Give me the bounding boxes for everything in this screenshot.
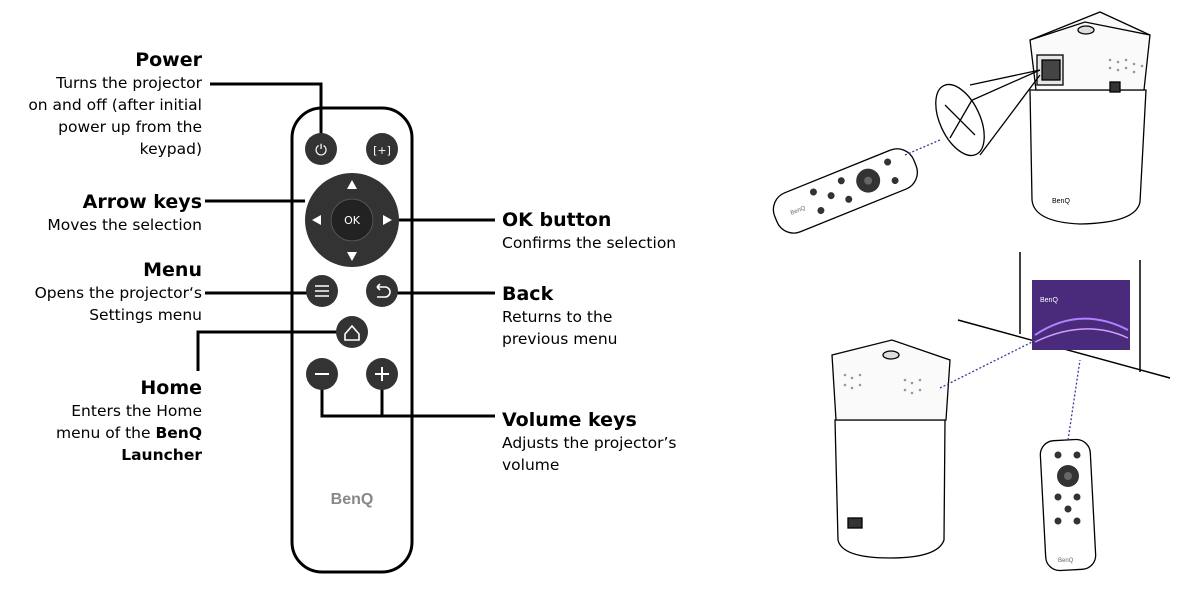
volume-desc-1: Adjusts the projector’s <box>502 434 677 452</box>
menu-desc-1: Opens the projector‘s <box>34 284 202 302</box>
home-desc-3: Launcher <box>121 446 202 464</box>
home-desc-1: Enters the Home <box>71 402 202 420</box>
power-label: Power Turns the projector on and off (af… <box>28 48 202 160</box>
arrow-right-icon <box>383 215 392 225</box>
back-icon <box>376 283 391 298</box>
home-desc-2-pre: menu of the <box>56 424 156 442</box>
ok-text: OK <box>344 214 361 227</box>
home-label: Home Enters the Home menu of the BenQ La… <box>56 376 202 466</box>
arrow-desc: Moves the selection <box>47 216 202 234</box>
arrow-up-icon <box>347 180 357 189</box>
home-button[interactable] <box>336 316 368 348</box>
menu-icon <box>315 285 329 297</box>
menu-button[interactable] <box>306 275 338 307</box>
arrow-down-icon <box>347 252 357 261</box>
volume-down-button[interactable] <box>306 358 338 390</box>
power-desc-2: on and off (after initial <box>28 96 202 114</box>
power-button[interactable]: ⏻ <box>305 133 337 165</box>
power-title: Power <box>135 49 202 71</box>
home-title: Home <box>140 377 202 399</box>
back-desc-1: Returns to the <box>502 308 613 326</box>
power-leader <box>210 82 323 137</box>
ok-desc: Confirms the selection <box>502 234 677 252</box>
arrow-left-icon <box>312 215 321 225</box>
focus-button[interactable]: [+] <box>366 133 398 165</box>
svg-text:BenQ: BenQ <box>1052 198 1070 205</box>
power-icon: ⏻ <box>315 141 327 159</box>
volume-label: Volume keys Adjusts the projector’s volu… <box>502 408 676 476</box>
menu-title: Menu <box>143 259 202 281</box>
bottom-remote: BenQ <box>1039 438 1097 572</box>
ok-button[interactable]: OK <box>330 198 374 242</box>
screen-brand: BenQ <box>1040 297 1058 304</box>
focus-icon: [+] <box>373 144 391 157</box>
back-title: Back <box>502 283 554 305</box>
top-projector: BenQ <box>935 11 1151 225</box>
back-desc-2: previous menu <box>502 330 618 348</box>
home-leader <box>196 330 352 371</box>
top-remote: BenQ <box>772 148 918 234</box>
back-button[interactable] <box>366 275 398 307</box>
volume-up-button[interactable] <box>366 358 398 390</box>
power-desc-4: keypad) <box>139 140 202 158</box>
arrow-title: Arrow keys <box>82 191 202 213</box>
volume-desc-2: volume <box>502 456 560 474</box>
svg-text:BenQ: BenQ <box>1058 558 1074 564</box>
home-icon <box>344 324 360 341</box>
ok-title: OK button <box>502 209 612 231</box>
power-desc-1: Turns the projector <box>56 74 202 92</box>
arrow-label: Arrow keys Moves the selection <box>47 190 202 236</box>
volume-title: Volume keys <box>502 409 637 431</box>
power-desc-3: power up from the <box>58 118 202 136</box>
bottom-ir-beam <box>1067 359 1081 441</box>
bottom-proj-beam <box>939 337 1041 389</box>
menu-desc-2: Settings menu <box>89 306 202 324</box>
remote-brand: BenQ <box>331 491 374 508</box>
menu-label: Menu Opens the projector‘s Settings menu <box>35 258 202 326</box>
projected-screen <box>1032 280 1130 350</box>
svg-text:BenQ: BenQ <box>790 205 807 216</box>
ok-label: OK button Confirms the selection <box>502 208 676 254</box>
home-desc-2: menu of the BenQ <box>56 422 202 444</box>
home-desc-2-bold: BenQ <box>155 424 202 442</box>
back-label: Back Returns to the previous menu <box>502 282 617 350</box>
bottom-projector <box>831 339 951 559</box>
top-ir-beam <box>904 139 941 156</box>
